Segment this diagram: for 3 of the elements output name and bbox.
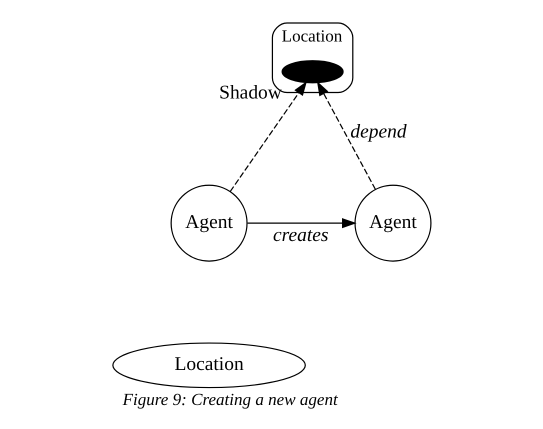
caption: Figure 9: Creating a new agent <box>122 390 338 409</box>
edge-label: depend <box>350 121 406 142</box>
edge-label: creates <box>272 225 328 246</box>
